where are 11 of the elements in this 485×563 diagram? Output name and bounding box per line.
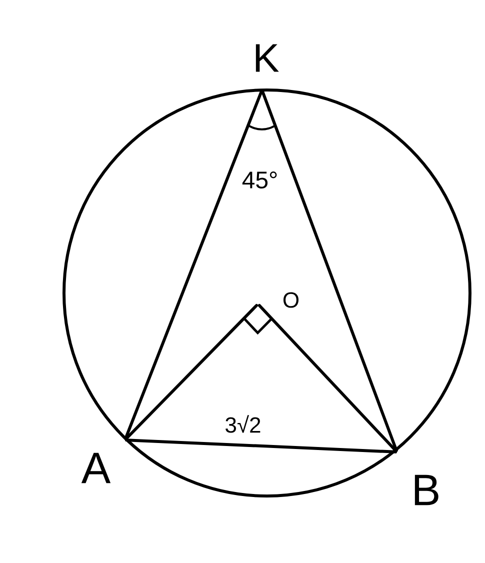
line-segment <box>261 90 398 452</box>
line-segment <box>125 438 397 454</box>
point-label: B <box>414 474 438 506</box>
angle-label: 45° <box>242 172 277 188</box>
point-label: A <box>81 452 111 484</box>
line-segment <box>258 304 398 452</box>
point-label: K <box>256 44 279 72</box>
line-segment <box>124 90 263 440</box>
point-label: O <box>283 292 298 308</box>
edge-label: 3√2 <box>224 414 262 434</box>
line-segment <box>124 304 258 440</box>
